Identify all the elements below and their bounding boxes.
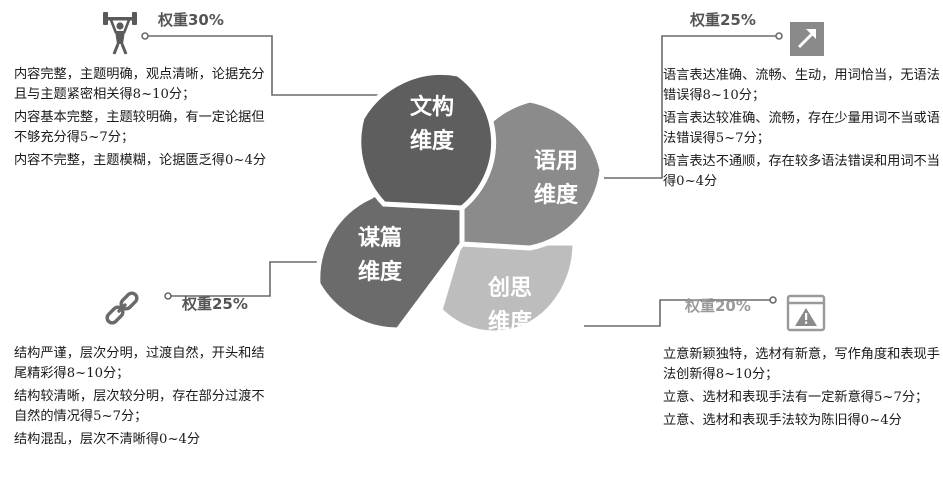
petal-label-yuyong-1: 语用 <box>534 149 578 174</box>
connector-moupian <box>168 261 326 297</box>
petal-label-moupian-1: 谋篇 <box>358 225 402 251</box>
criteria-wengou-3: 内容不完整，主题模糊，论据匮乏得0~4分 <box>14 153 267 168</box>
weight-chuangsi: 权重20% <box>684 297 751 315</box>
criteria-yuyong-3: 语言表达不通顺，存在较多语法错误和用词不当得0~4分 <box>663 154 940 189</box>
criteria-yuyong: 语言表达准确、流畅、生动，用词恰当，无语法错误得8~10分； 语言表达较准确、流… <box>663 66 941 195</box>
weight-wengou: 权重30% <box>157 11 224 29</box>
petal-label-moupian-2: 维度 <box>358 259 403 285</box>
criteria-chuangsi-3: 立意、选材和表现手法较为陈旧得0~4分 <box>663 413 902 428</box>
criteria-wengou-1: 内容完整，主题明确，观点清晰，论据充分且与主题紧密相关得8~10分； <box>14 67 265 102</box>
petal-label-yuyong-2: 维度 <box>534 182 579 208</box>
weightlifter-icon <box>103 12 137 55</box>
connector-dot-wengou <box>141 32 149 40</box>
criteria-chuangsi-2: 立意、选材和表现手法有一定新意得5~7分； <box>663 390 929 405</box>
weight-yuyong: 权重25% <box>689 11 756 29</box>
petal-label-wengou-2: 维度 <box>410 128 455 154</box>
criteria-moupian-2: 结构较清晰，层次较分明，存在部分过渡不自然的情况得5~7分； <box>14 389 265 424</box>
criteria-moupian: 结构严谨，层次分明，过渡自然，开头和结尾精彩得8~10分； 结构较清晰，层次较分… <box>14 344 276 453</box>
criteria-wengou: 内容完整，主题明确，观点清晰，论据充分且与主题紧密相关得8~10分； 内容基本完… <box>14 65 276 174</box>
criteria-moupian-1: 结构严谨，层次分明，过渡自然，开头和结尾精彩得8~10分； <box>14 346 265 381</box>
petal-label-wengou-1: 文构 <box>410 94 454 120</box>
criteria-yuyong-2: 语言表达较准确、流畅，存在少量用词不当或语法错误得5~7分； <box>663 111 940 146</box>
arrow-up-right-icon <box>790 22 824 56</box>
connector-dot-moupian <box>164 292 172 300</box>
connector-wengou <box>145 35 380 96</box>
criteria-yuyong-1: 语言表达准确、流畅、生动，用词恰当，无语法错误得8~10分； <box>663 68 940 103</box>
petal-wengou <box>356 70 497 211</box>
weight-moupian: 权重25% <box>181 295 248 313</box>
petal-label-chuangsi-1: 创思 <box>487 276 532 301</box>
connector-dot-chuangsi <box>769 296 777 304</box>
petal-label-chuangsi-2: 维度 <box>488 309 533 335</box>
criteria-wengou-2: 内容基本完整，主题较明确，有一定论据但不够充分得5~7分； <box>14 110 265 145</box>
connector-chuangsi <box>584 299 773 327</box>
criteria-chuangsi: 立意新颖独特，选材有新意，写作角度和表现手法创新得8~10分； 立意、选材和表现… <box>663 345 941 434</box>
warning-window-icon <box>786 294 826 332</box>
connector-yuyong <box>604 35 779 179</box>
criteria-moupian-3: 结构混乱，层次不清晰得0~4分 <box>14 432 201 447</box>
connector-dot-yuyong <box>775 32 783 40</box>
chain-link-icon <box>105 291 139 325</box>
petal-chuangsi <box>437 240 578 336</box>
criteria-chuangsi-1: 立意新颖独特，选材有新意，写作角度和表现手法创新得8~10分； <box>663 347 940 382</box>
